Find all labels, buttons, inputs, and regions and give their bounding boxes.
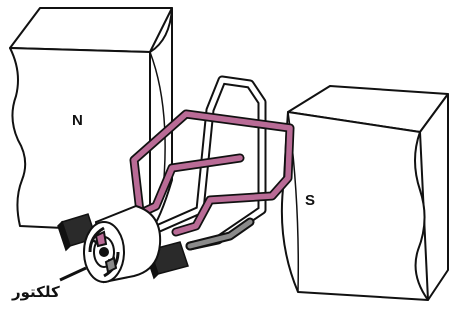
- north-magnet: [10, 8, 172, 232]
- south-pole-label: S: [305, 192, 315, 209]
- commutator-label: کلکتور: [12, 283, 60, 301]
- north-pole-label: N: [72, 112, 83, 129]
